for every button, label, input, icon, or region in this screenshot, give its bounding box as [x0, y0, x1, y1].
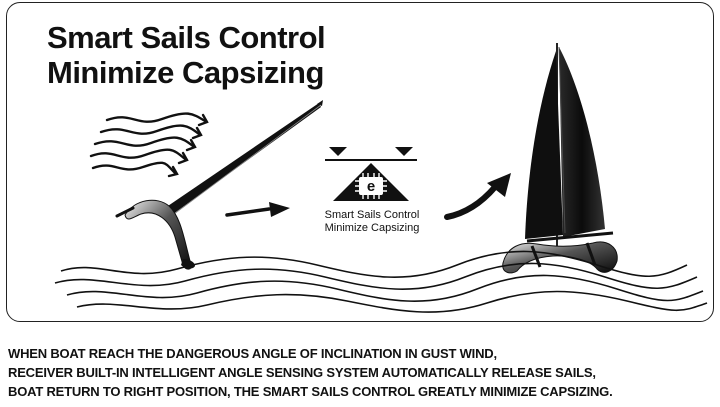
illustration-panel: e Smart Sails Control Minimize Cap [6, 2, 714, 322]
headline-line-2: Minimize Capsizing [47, 55, 324, 90]
description-line-3: BOAT RETURN TO RIGHT POSITION, THE SMART… [8, 384, 613, 399]
scene-illustration: e [54, 43, 708, 313]
curved-arrow-icon [444, 173, 511, 220]
chip-letter: e [367, 178, 375, 195]
upright-boat-icon [502, 43, 618, 274]
description-text: WHEN BOAT REACH THE DANGEROUS ANGLE OF I… [8, 344, 716, 401]
description-line-1: WHEN BOAT REACH THE DANGEROUS ANGLE OF I… [8, 346, 497, 361]
chip-caption: Smart Sails Control Minimize Capsizing [307, 209, 437, 235]
chip-caption-line-1: Smart Sails Control [324, 209, 420, 221]
headline: Smart Sails Control Minimize Capsizing [47, 20, 326, 90]
sea-waves [54, 250, 708, 313]
balance-chip-icon: e [325, 147, 417, 201]
description-line-2: RECEIVER BUILT-IN INTELLIGENT ANGLE SENS… [8, 365, 596, 380]
capsizing-boat-icon [115, 100, 323, 270]
chip-caption-line-2: Minimize Capsizing [324, 222, 420, 234]
wind-gust-icon [89, 112, 209, 178]
headline-line-1: Smart Sails Control [47, 20, 326, 55]
arrow-right-icon [225, 202, 290, 217]
